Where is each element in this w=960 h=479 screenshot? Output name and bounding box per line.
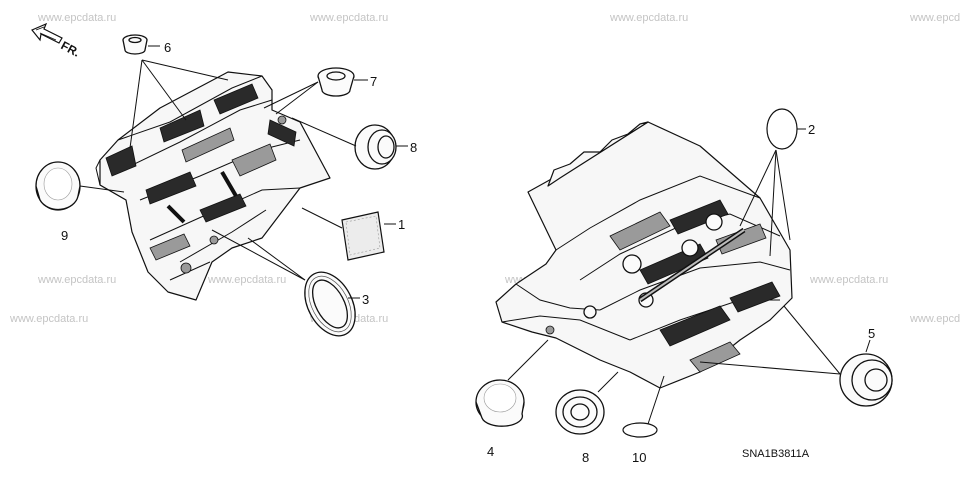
- callout-10: 10: [632, 450, 646, 465]
- watermark: www.epcdata.ru: [309, 12, 388, 24]
- front-floor-assembly: [95, 71, 331, 301]
- plug-part-4: [475, 379, 525, 427]
- watermark: www.epcdata.ru: [37, 12, 116, 24]
- plug-part-9: [35, 161, 81, 211]
- grommet-part-6: [122, 34, 148, 55]
- oval-grommet-part-3: [304, 271, 356, 337]
- callout-5: 5: [868, 326, 875, 341]
- callout-9: 9: [61, 228, 68, 243]
- grommet-part-8-lower: [555, 389, 605, 435]
- fr-label: FR.: [59, 38, 83, 59]
- seal-part-2: [766, 108, 798, 150]
- diagram-code: SNA1B3811A: [742, 448, 810, 460]
- callout-6: 6: [164, 40, 171, 55]
- watermark: www.epcdata.ru: [609, 12, 688, 24]
- callout-8-lower: 8: [582, 450, 589, 465]
- callout-8-upper: 8: [410, 140, 417, 155]
- watermark: www.epcdata.ru: [809, 274, 888, 286]
- callout-7: 7: [370, 74, 377, 89]
- leader-lines: [79, 45, 871, 425]
- callouts: 6 7 8 1 3 9 2 5 4 8 10: [61, 40, 875, 465]
- watermark: www.epcdata.ru: [207, 274, 286, 286]
- seal-part-10: [622, 422, 658, 438]
- watermark: www.epcdata.ru: [9, 313, 88, 325]
- grommet-part-8-upper: [354, 124, 397, 170]
- seal-pad-part-1: [341, 211, 385, 261]
- callout-3: 3: [362, 292, 369, 307]
- watermark: www.epcdata.ru: [37, 274, 116, 286]
- front-direction-arrow: FR.: [31, 22, 83, 60]
- rear-floor-assembly: [495, 121, 793, 389]
- ribbed-channel: [166, 170, 238, 224]
- grommet-part-5: [839, 353, 893, 407]
- grommet-part-7: [317, 67, 355, 97]
- callout-1: 1: [398, 217, 405, 232]
- watermark: www.epcdata.ru: [909, 313, 960, 325]
- callout-2: 2: [808, 122, 815, 137]
- callout-4: 4: [487, 444, 494, 459]
- watermark: www.epcdata.ru: [909, 12, 960, 24]
